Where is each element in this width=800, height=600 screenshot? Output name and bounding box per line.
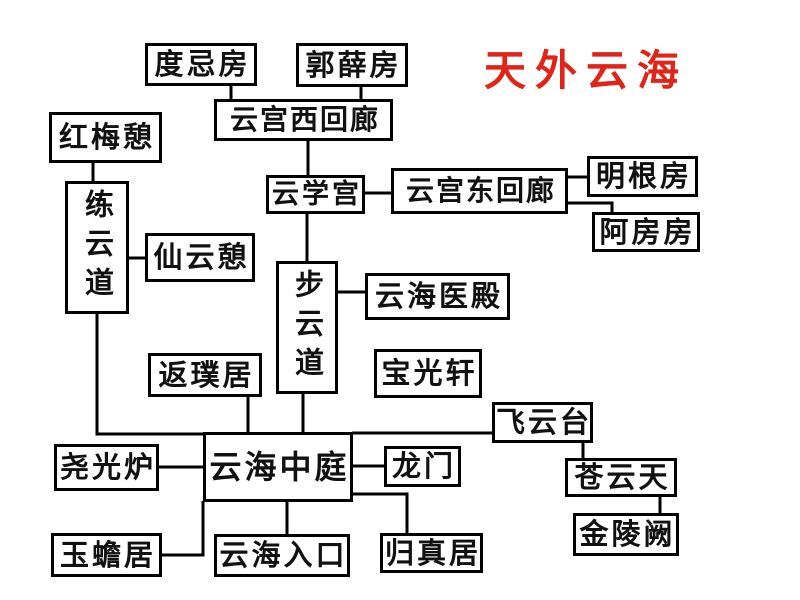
node-xianyunqi[interactable]: 仙云憩: [145, 233, 255, 282]
node-buyundao[interactable]: 步云道: [276, 261, 338, 394]
node-guizhenju[interactable]: 归真居: [380, 533, 483, 573]
edge-donghuilang-afangfang: [567, 201, 614, 214]
node-dujifang[interactable]: 度忌房: [145, 43, 257, 86]
edge-zhongting-yuchanju: [161, 501, 205, 557]
node-yaoguanglu[interactable]: 尧光炉: [54, 444, 159, 491]
node-cangyuntian[interactable]: 苍云天: [565, 458, 677, 497]
node-yunhai-rukou[interactable]: 云海入口: [214, 534, 350, 577]
node-jinlingque[interactable]: 金陵阙: [573, 513, 679, 556]
node-afangfang[interactable]: 阿房房: [592, 212, 700, 252]
edge-lianyundao-zhongting: [95, 313, 205, 436]
edge-zhongting-guizhenju: [352, 492, 409, 536]
node-lianyundao[interactable]: 练云道: [65, 181, 129, 314]
node-longmen[interactable]: 龙门: [384, 446, 461, 487]
node-fanpuju[interactable]: 返璞居: [148, 353, 262, 397]
node-minggenfang[interactable]: 明根房: [587, 156, 698, 197]
node-hongmeiqi[interactable]: 红梅憩: [49, 112, 162, 163]
node-yunhai-zhongting[interactable]: 云海中庭: [203, 432, 353, 502]
node-guoxuefang[interactable]: 郭薛房: [296, 43, 408, 87]
map-title: 天外云海: [484, 46, 689, 95]
node-yungong-xi-huilang[interactable]: 云宫西回廊: [214, 99, 393, 141]
node-yunxuegong[interactable]: 云学宫: [266, 175, 365, 214]
node-yungong-dong-huilang[interactable]: 云宫东回廊: [391, 168, 568, 214]
node-yuchanju[interactable]: 玉蟾居: [51, 533, 162, 577]
node-feiyuntai[interactable]: 飞云台: [492, 402, 593, 443]
node-yunhai-yidian[interactable]: 云海医殿: [365, 273, 510, 320]
node-baoguangxuan[interactable]: 宝光轩: [374, 349, 482, 398]
